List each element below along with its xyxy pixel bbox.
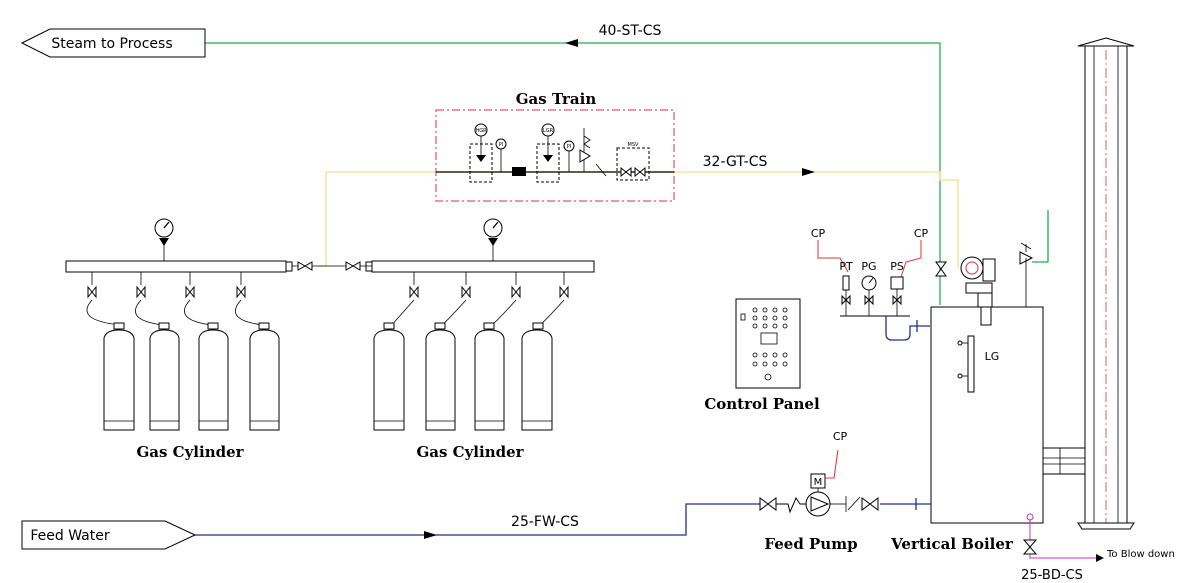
manifold-right [365,218,595,273]
gas-cylinder [235,272,280,431]
pt-label: PT [839,260,853,273]
pressure-switch [890,276,904,290]
gas-cylinder [521,272,569,431]
siphon-line [885,316,930,341]
svg-text:M: M [814,477,823,488]
feed-flow-arrow [424,531,437,539]
signal-line-cp-right [899,240,922,281]
blowdown-valve [1022,539,1038,555]
steam-line-tag: 40-ST-CS [599,23,662,39]
gas-check-valve [595,163,607,177]
signal-line-cp-left [817,240,849,273]
safety-valve [1019,210,1049,307]
gas-train-boundary [435,109,675,202]
gas-cylinder [425,272,471,431]
burner-gas-valve [935,261,947,277]
cp-label-right: CP [914,227,929,240]
flue-duct [1042,447,1086,475]
feed-water-label: Feed Water [30,528,109,544]
blowdown-line-tag: 25-BD-CS [1021,568,1083,583]
msv-valve-group [616,147,650,181]
svg-text:PI: PI [567,144,572,150]
feed-pump: M CP Feed Pump [759,430,879,553]
vertical-boiler: Vertical Boiler LG [890,210,1086,553]
gas-train-label: Gas Train [516,90,597,108]
pg-label: PG [861,260,876,273]
signal-line-cp-pump [825,449,839,479]
blowdown-label: To Blow down [1106,549,1175,560]
gas-cylinder [184,272,229,431]
pump-motor [810,473,826,489]
steam-outlet: Steam to Process [20,28,206,58]
lg-label: LG [985,350,1000,363]
feed-line-tag: 25-FW-CS [511,514,579,530]
blowdown-line: To Blow down 25-BD-CS [1021,513,1175,583]
manifold-left [65,218,293,273]
chimney [1077,37,1135,530]
cylinders-right: Gas Cylinder [373,272,569,461]
pump-suction-valve [759,497,777,511]
pump-check-valve [847,496,861,511]
pump-discharge-valve [861,497,879,511]
svg-text:MSV: MSV [628,142,639,148]
gas-cylinder-left-label: Gas Cylinder [136,443,244,461]
strainer [776,496,806,514]
svg-text:LGR: LGR [543,128,554,134]
gas-cylinder-right-label: Gas Cylinder [416,443,524,461]
steam-line: 40-ST-CS [205,23,941,305]
control-panel: Control Panel [704,298,820,413]
gas-cylinder [86,272,135,431]
level-gauge [967,335,975,393]
manifold-isolation-valves [292,261,372,271]
feed-pump-label: Feed Pump [764,535,857,553]
gas-cylinder [135,272,180,431]
burner [960,256,996,326]
pump-casing [805,491,831,517]
gas-cylinder [474,272,521,431]
gas-flow-arrow [802,168,815,176]
cp-label-pump: CP [833,430,848,443]
pressure-instruments: CP CP PT PG PS [811,227,930,341]
steam-outlet-label: Steam to Process [51,36,172,52]
vertical-boiler-label: Vertical Boiler [890,535,1014,553]
feed-water-inlet: Feed Water [21,520,197,550]
cp-label-left: CP [811,227,826,240]
steam-flow-arrow [565,39,578,47]
gas-line-tag: 32-GT-CS [703,154,768,170]
feed-water-line: 25-FW-CS [195,498,931,539]
cylinders-left: Gas Cylinder [86,272,280,461]
svg-text:PI: PI [499,142,504,148]
control-panel-label: Control Panel [704,395,820,413]
gas-train: Gas Train HGR PI LGR PI MSV [435,90,675,202]
ps-label: PS [890,260,904,273]
gas-filter [512,167,526,176]
gas-cylinder [373,272,419,431]
svg-text:HGR: HGR [475,128,487,134]
pressure-transmitter [842,275,850,291]
